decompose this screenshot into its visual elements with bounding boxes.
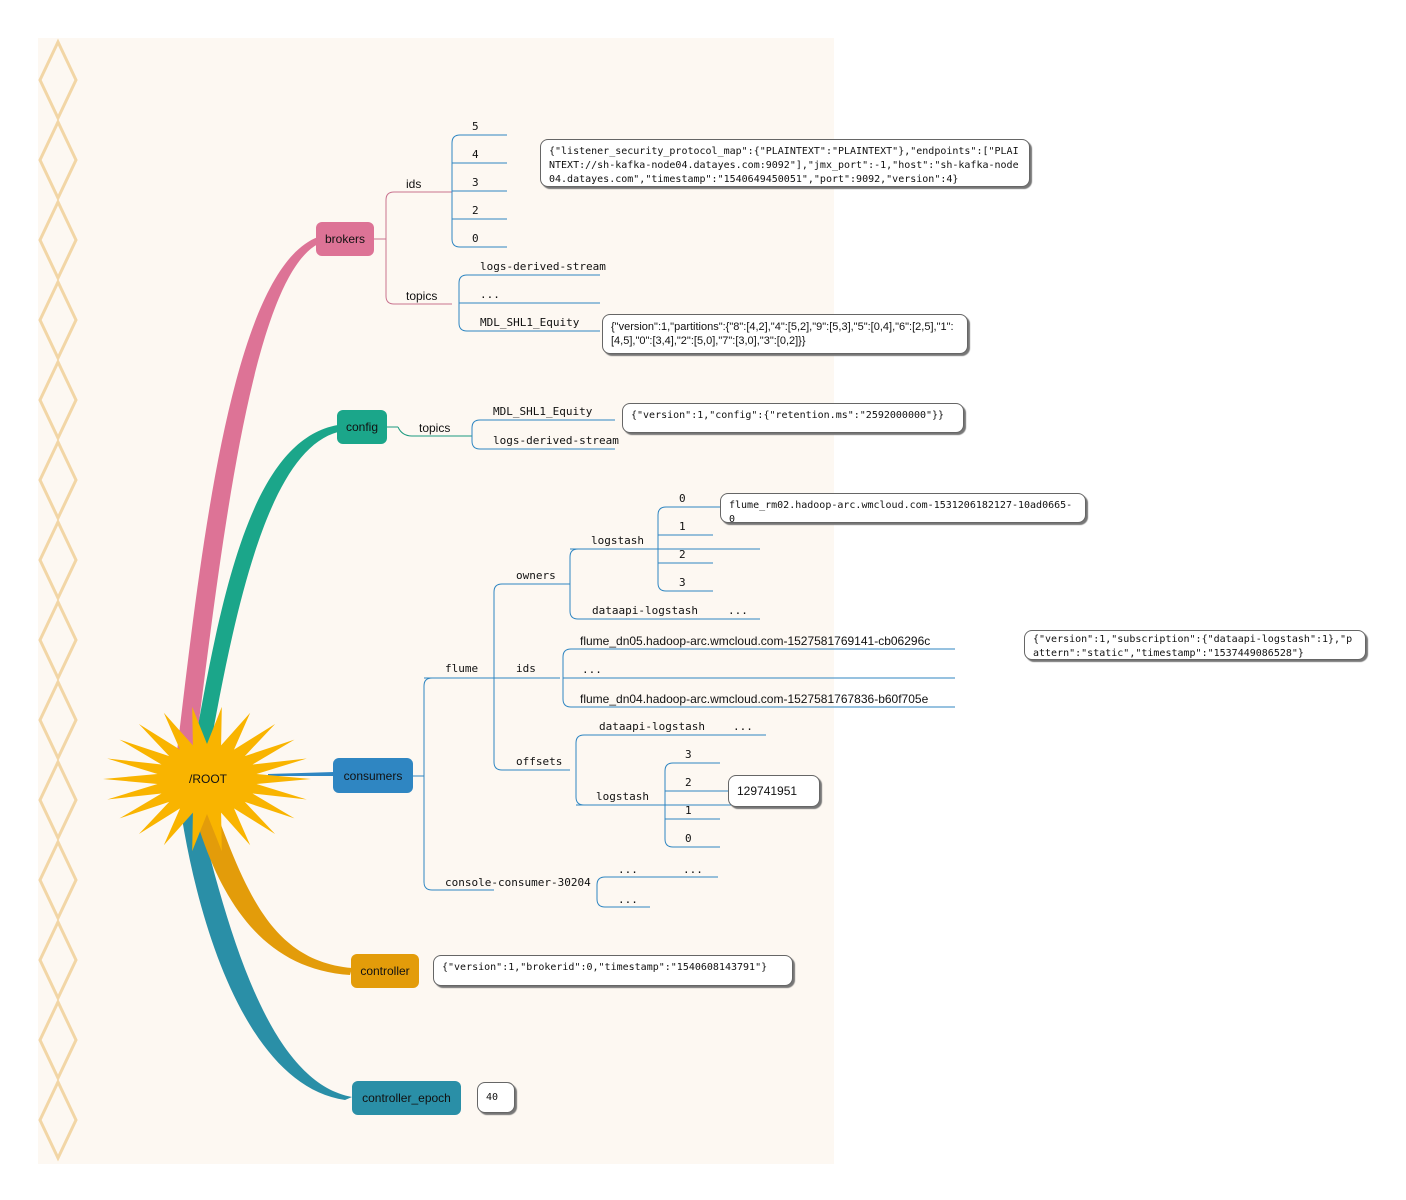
owners-logstash-item[interactable]: 2: [679, 548, 686, 561]
brokers-id-item[interactable]: 5: [472, 120, 479, 133]
config-topic-item[interactable]: logs-derived-stream: [493, 434, 619, 447]
connector-line: [471, 419, 615, 429]
brokers-id-item[interactable]: 3: [472, 176, 479, 189]
decor-diamond: [38, 358, 78, 442]
consumers-id-item[interactable]: ...: [582, 663, 602, 676]
decorative-diamond-border: [38, 38, 78, 1162]
controller-note: {"version":1,"brokerid":0,"timestamp":"1…: [433, 955, 793, 986]
consumers-ids-label[interactable]: ids: [516, 662, 536, 675]
connector-line: [458, 322, 600, 332]
connector-line: [385, 295, 452, 305]
connector-line: [451, 134, 507, 144]
connector-line: [397, 426, 472, 437]
offsets-logstash-item[interactable]: 1: [685, 804, 692, 817]
owners-dataapi-label[interactable]: dataapi-logstash: [592, 604, 698, 617]
decor-diamond: [38, 598, 78, 682]
console-consumer-more[interactable]: ...: [683, 863, 703, 876]
brokers-topic-note: {"version":1,"partitions":{"8":[4,2],"4"…: [602, 314, 968, 354]
owners-logstash-label[interactable]: logstash: [591, 534, 644, 547]
decor-diamond: [38, 518, 78, 602]
connector-line: [664, 838, 720, 848]
brokers-topics-label[interactable]: topics: [406, 289, 438, 303]
node-brokers[interactable]: brokers: [316, 222, 374, 256]
decor-diamond: [38, 438, 78, 522]
config-topic-item[interactable]: MDL_SHL1_Equity: [493, 405, 593, 418]
owners-logstash-item[interactable]: 0: [679, 492, 686, 505]
node-controller-epoch[interactable]: controller_epoch: [352, 1081, 461, 1115]
offsets-logstash-item[interactable]: 0: [685, 832, 692, 845]
decor-diamond: [38, 998, 78, 1082]
console-consumer-item[interactable]: ...: [618, 863, 638, 876]
connector-line: [575, 734, 766, 744]
owners-dataapi-more[interactable]: ...: [728, 604, 748, 617]
node-config[interactable]: config: [337, 410, 387, 444]
consumers-id-item[interactable]: flume_dn05.hadoop-arc.wmcloud.com-152758…: [580, 634, 931, 648]
decor-diamond: [38, 758, 78, 842]
offsets-note: 129741951: [728, 775, 820, 807]
connector-line: [664, 762, 720, 772]
connector-line: [458, 274, 600, 284]
branch-config-connector: [192, 425, 338, 760]
offsets-logstash-item[interactable]: 3: [685, 748, 692, 761]
connector-line: [562, 648, 955, 658]
branch-brokers-connector: [176, 237, 318, 760]
connector-line: [471, 440, 615, 450]
decor-diamond: [38, 678, 78, 762]
connector-line: [385, 191, 452, 201]
decor-diamond: [38, 838, 78, 922]
root-star-icon: [103, 706, 311, 852]
decor-diamond: [38, 38, 78, 122]
offsets-dataapi-more[interactable]: ...: [733, 720, 753, 733]
consumers-flume-label[interactable]: flume: [445, 662, 479, 675]
consumers-ids-note: {"version":1,"subscription":{"dataapi-lo…: [1024, 630, 1366, 660]
node-controller[interactable]: controller: [351, 954, 419, 988]
decor-diamond: [38, 118, 78, 202]
controller-epoch-note: 40: [477, 1082, 515, 1113]
offsets-dataapi-label[interactable]: dataapi-logstash: [599, 720, 705, 733]
node-consumers[interactable]: consumers: [333, 758, 413, 793]
offsets-logstash-label[interactable]: logstash: [596, 790, 649, 803]
brokers-topic-item[interactable]: MDL_SHL1_Equity: [480, 316, 580, 329]
connector-line: [657, 582, 713, 592]
config-topic-note: {"version":1,"config":{"retention.ms":"2…: [622, 403, 964, 433]
connector-line: [423, 881, 494, 891]
consumers-owners-label[interactable]: owners: [516, 569, 556, 582]
connector-line: [423, 677, 494, 687]
decor-diamond: [38, 918, 78, 1002]
consumers-offsets-label[interactable]: offsets: [516, 755, 563, 768]
owners-logstash-item[interactable]: 1: [679, 520, 686, 533]
brokers-id-item[interactable]: 0: [472, 232, 479, 245]
owners-logstash-item[interactable]: 3: [679, 576, 686, 589]
connector-line: [493, 761, 570, 771]
connector-line: [451, 238, 507, 248]
consumers-id-item[interactable]: flume_dn04.hadoop-arc.wmcloud.com-152758…: [580, 692, 929, 706]
brokers-topic-item[interactable]: ...: [480, 288, 500, 301]
connector-line: [657, 506, 713, 516]
console-consumer-item[interactable]: ...: [618, 893, 638, 906]
root-label: /ROOT: [189, 772, 227, 786]
decor-diamond: [38, 198, 78, 282]
connector-line: [569, 610, 760, 620]
connector-line: [569, 548, 760, 558]
brokers-id-item[interactable]: 2: [472, 204, 479, 217]
branch-consumers-connector: [268, 772, 334, 776]
brokers-id-note: {"listener_security_protocol_map":{"PLAI…: [540, 139, 1030, 187]
connector-line: [562, 698, 955, 708]
connector-line: [596, 898, 650, 908]
brokers-id-item[interactable]: 4: [472, 148, 479, 161]
brokers-topic-item[interactable]: logs-derived-stream: [480, 260, 606, 273]
brokers-ids-label[interactable]: ids: [406, 177, 422, 191]
owners-note: flume_rm02.hadoop-arc.wmcloud.com-153120…: [720, 493, 1086, 525]
config-topics-label[interactable]: topics: [419, 421, 451, 435]
connector-line: [596, 876, 650, 886]
decor-diamond: [38, 1078, 78, 1162]
offsets-logstash-item[interactable]: 2: [685, 776, 692, 789]
console-consumer-label[interactable]: console-consumer-30204: [445, 876, 591, 889]
connector-line: [493, 583, 570, 593]
decor-diamond: [38, 278, 78, 362]
